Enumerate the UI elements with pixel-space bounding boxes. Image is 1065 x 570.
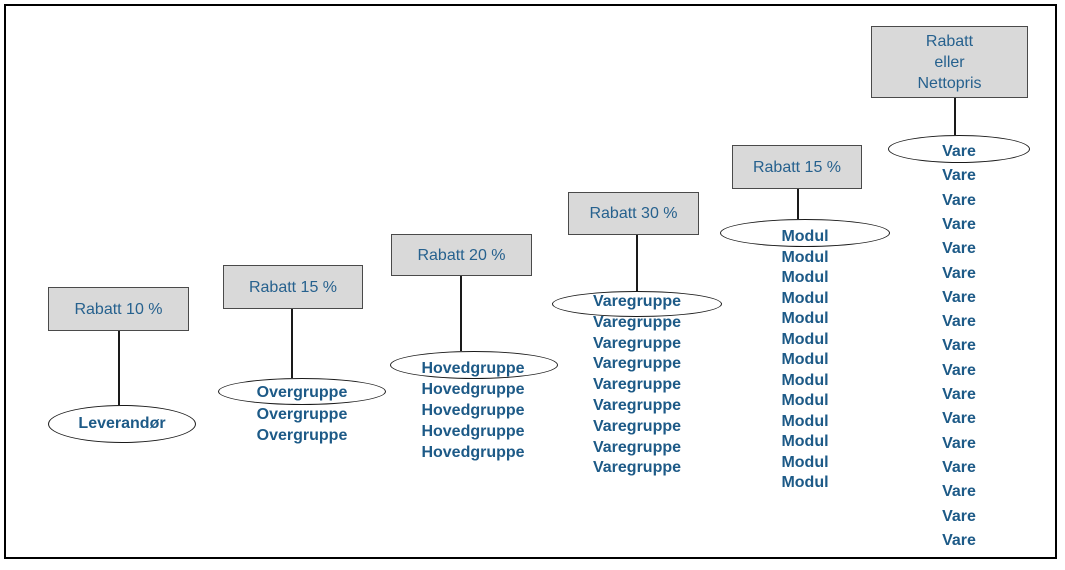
- discount-box-label: Rabatt 30 %: [589, 205, 678, 222]
- discount-box-label: Rabatt 15 %: [752, 158, 842, 176]
- discount-box: Rabatt 15 %: [732, 145, 862, 189]
- connector-line: [291, 309, 293, 378]
- discount-box: Rabatt 10 %: [48, 287, 189, 331]
- discount-box-label: Rabatt 10 %: [74, 300, 163, 318]
- node-ellipse: [390, 351, 558, 379]
- discount-box: Rabatt eller Nettopris: [871, 26, 1028, 98]
- discount-box: Rabatt 30 %: [568, 192, 699, 235]
- connector-line: [636, 235, 638, 291]
- discount-box-label: Rabatt 20 %: [417, 246, 506, 264]
- connector-line: [797, 189, 799, 219]
- node-ellipse: [48, 405, 196, 443]
- discount-box: Rabatt 20 %: [391, 234, 532, 276]
- connector-line: [954, 98, 956, 135]
- diagram-frame: [4, 4, 1057, 559]
- connector-line: [460, 276, 462, 351]
- discount-box: Rabatt 15 %: [223, 265, 363, 309]
- node-ellipse: [218, 378, 386, 405]
- connector-line: [118, 331, 120, 405]
- node-ellipse: [888, 135, 1030, 163]
- discount-box-label: Rabatt 15 %: [248, 278, 338, 296]
- discount-box-label: Rabatt eller Nettopris: [917, 32, 982, 92]
- node-ellipse: [552, 291, 722, 317]
- node-ellipse: [720, 219, 890, 247]
